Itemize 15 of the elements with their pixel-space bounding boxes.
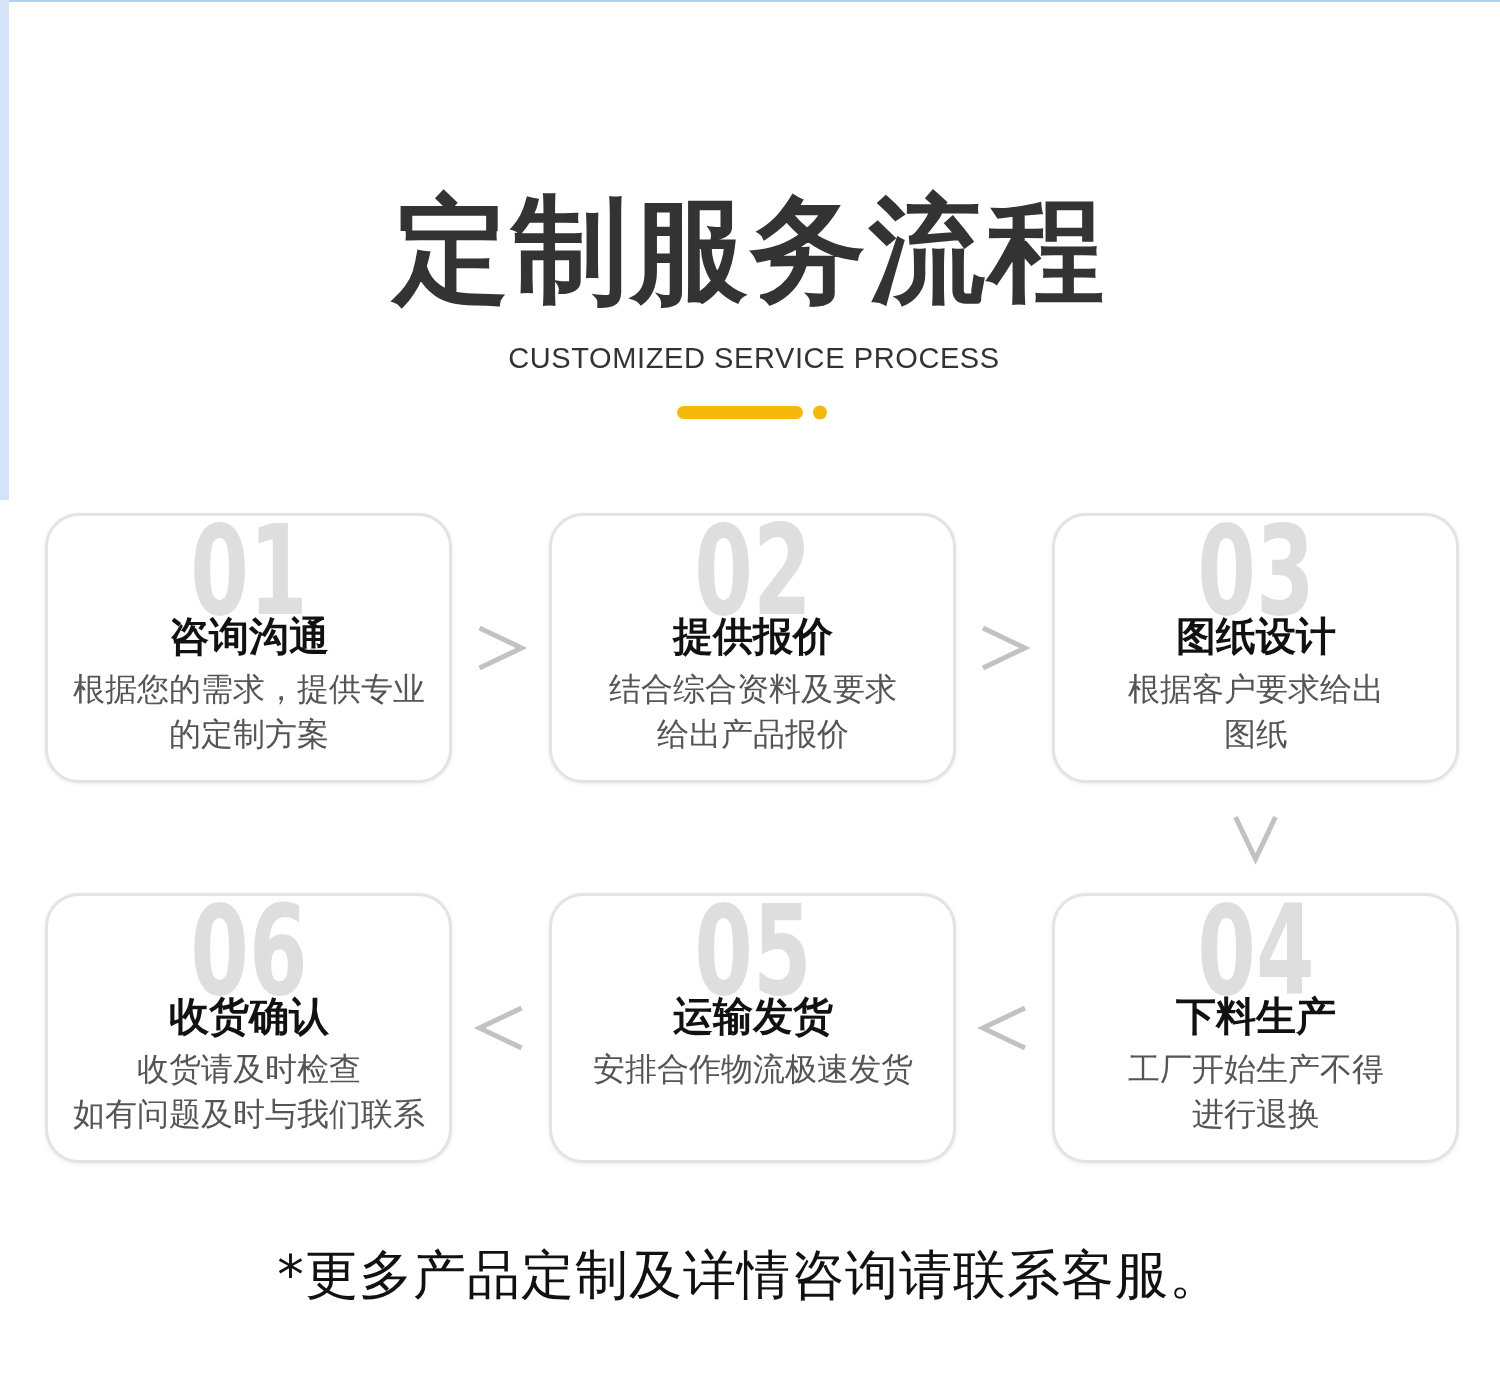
step-title: 咨询沟通 bbox=[168, 613, 329, 660]
step-card bbox=[1052, 893, 1459, 1163]
step-description: 工厂开始生产不得进行退换 bbox=[1126, 1049, 1385, 1135]
step-description: 结合综合资料及要求给出产品报价 bbox=[607, 669, 898, 755]
step-description: 根据客户要求给出图纸 bbox=[1126, 669, 1385, 755]
step-description: 安排合作物流极速发货 bbox=[591, 1049, 914, 1090]
step-description: 收货请及时检查如有问题及时与我们联系 bbox=[71, 1049, 426, 1135]
step-card bbox=[549, 893, 956, 1163]
step-card bbox=[1052, 513, 1459, 783]
subtitle: CUSTOMIZED SERVICE PROCESS bbox=[508, 341, 1000, 375]
step-description: 根据您的需求，提供专业的定制方案 bbox=[71, 669, 426, 755]
step-card bbox=[549, 513, 956, 783]
footnote: *更多产品定制及详情咨询请联系客服。 bbox=[277, 1243, 1223, 1307]
step-card bbox=[45, 513, 452, 783]
step-card bbox=[45, 893, 452, 1163]
